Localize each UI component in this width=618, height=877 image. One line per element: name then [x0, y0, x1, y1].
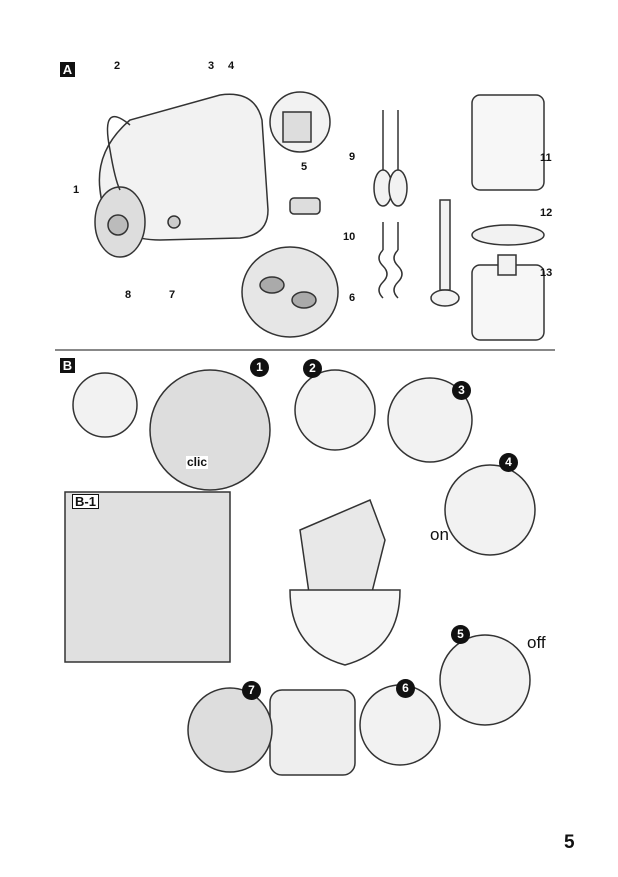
part-label: 2 — [114, 60, 121, 72]
off-text: off — [527, 633, 546, 652]
step-3: 3 — [452, 381, 471, 400]
part-label: 1 — [73, 184, 80, 196]
hand-mixer-illustration — [94, 93, 269, 258]
section-a-label: A — [60, 62, 75, 77]
part-label: 4 — [228, 60, 235, 72]
step-6: 6 — [396, 679, 415, 698]
part-label: 6 — [349, 292, 356, 304]
step-7: 7 — [242, 681, 261, 700]
on-text: on — [430, 525, 449, 544]
step-1: 1 — [250, 358, 269, 377]
part-label: 12 — [540, 207, 553, 219]
page-number: 5 — [564, 832, 575, 853]
part-label: 10 — [343, 231, 356, 243]
step-5: 5 — [451, 625, 470, 644]
inset-b1-label: B-1 — [72, 494, 99, 509]
part-label: 8 — [125, 289, 132, 301]
step-4: 4 — [499, 453, 518, 472]
part-label: 11 — [540, 152, 552, 164]
part-label: 5 — [301, 161, 308, 173]
part-label: 3 — [208, 60, 215, 72]
click-text: clic — [186, 455, 209, 469]
part-label: 13 — [540, 267, 553, 279]
part-label: 9 — [349, 151, 356, 163]
part-label: 7 — [169, 289, 176, 301]
section-b-label: B — [60, 358, 75, 373]
step-2: 2 — [303, 359, 322, 378]
